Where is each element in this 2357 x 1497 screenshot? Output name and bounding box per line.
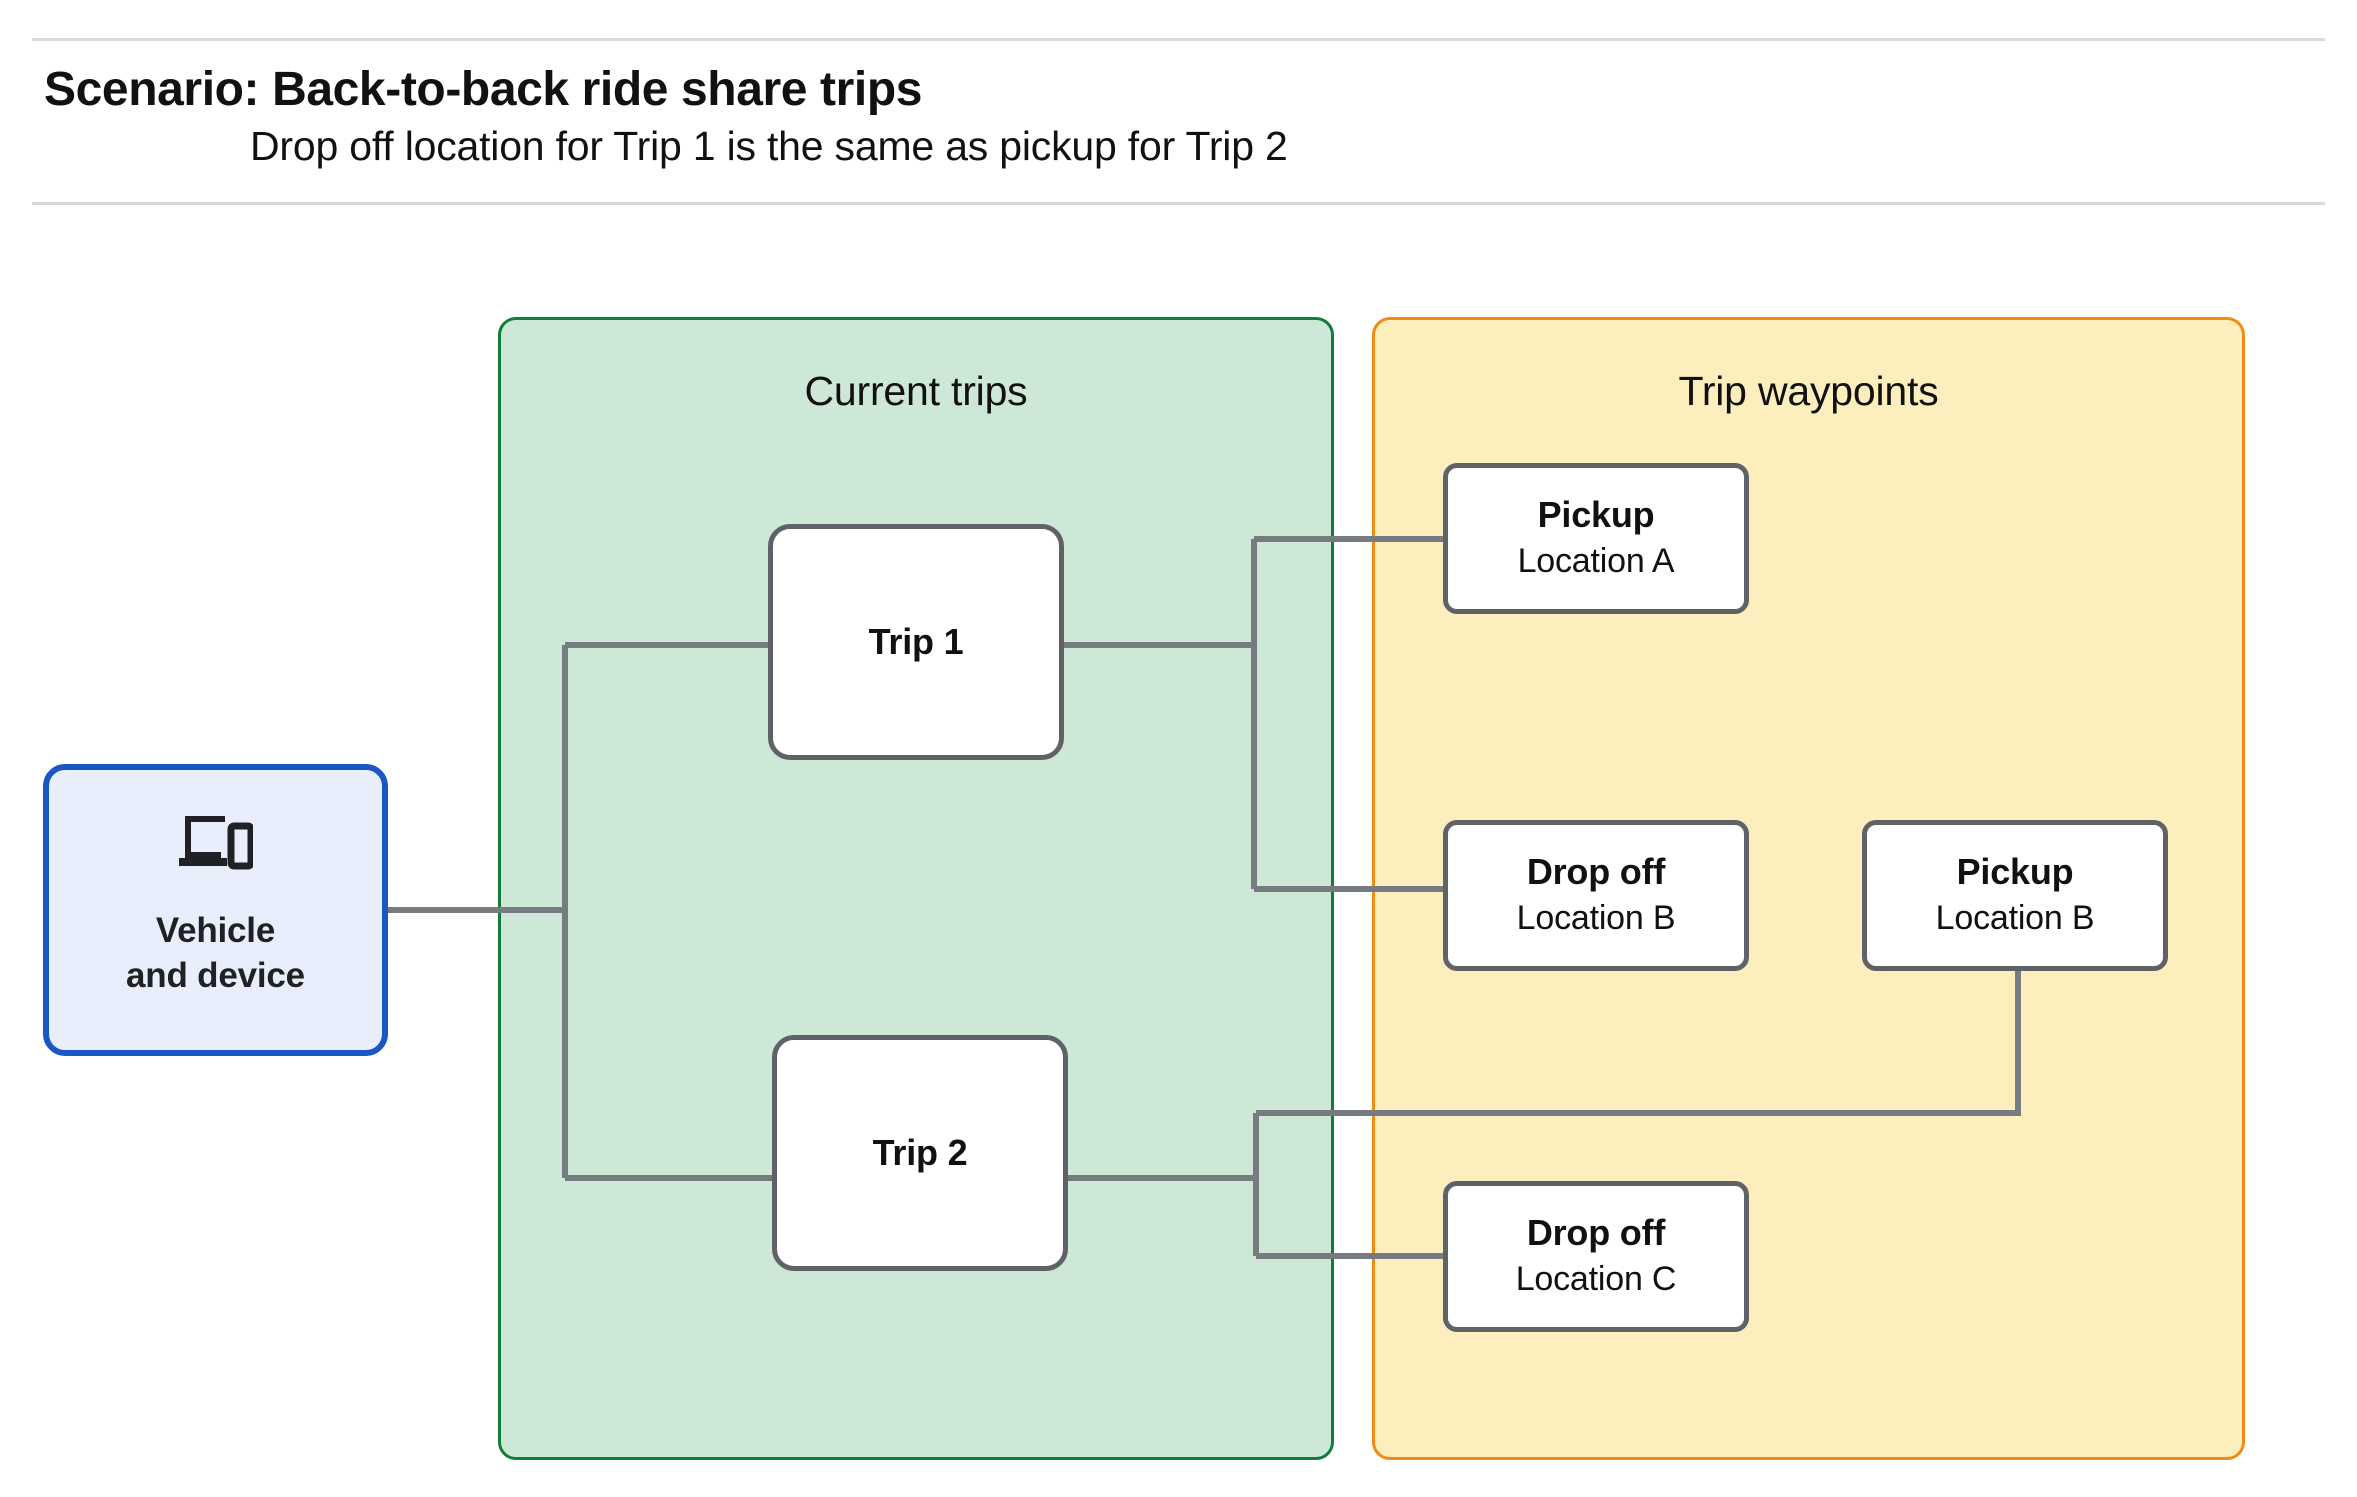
header-divider-bottom — [32, 202, 2325, 205]
waypoint-pickup-b-location: Location B — [1935, 898, 2095, 937]
group-trip-waypoints-title: Trip waypoints — [1678, 368, 1939, 414]
trip-2-node[interactable]: Trip 2 — [772, 1035, 1068, 1271]
group-current-trips-title: Current trips — [804, 368, 1028, 414]
waypoint-pickup-a-location: Location A — [1517, 541, 1675, 580]
trip-1-node[interactable]: Trip 1 — [768, 524, 1064, 760]
header-divider-top — [32, 38, 2325, 41]
waypoint-pickup-location-a[interactable]: Pickup Location A — [1443, 463, 1749, 614]
waypoint-dropoff-b-location: Location B — [1516, 898, 1676, 937]
vehicle-and-device-label: Vehicle and device — [126, 909, 305, 999]
waypoint-dropoff-c-type: Drop off — [1526, 1212, 1666, 1254]
vehicle-and-device-node[interactable]: Vehicle and device — [43, 764, 388, 1056]
group-current-trips: Current trips — [498, 317, 1334, 1460]
page-subtitle: Drop off location for Trip 1 is the same… — [250, 123, 1288, 169]
waypoint-pickup-location-b[interactable]: Pickup Location B — [1862, 820, 2168, 971]
waypoint-pickup-b-type: Pickup — [1956, 851, 2074, 893]
waypoint-pickup-a-type: Pickup — [1537, 494, 1655, 536]
waypoint-dropoff-location-b[interactable]: Drop off Location B — [1443, 820, 1749, 971]
waypoint-dropoff-location-c[interactable]: Drop off Location C — [1443, 1181, 1749, 1332]
devices-icon — [178, 814, 254, 875]
vehicle-label-line2: and device — [126, 955, 305, 995]
trip-2-label: Trip 2 — [872, 1132, 968, 1174]
waypoint-dropoff-b-type: Drop off — [1526, 851, 1666, 893]
waypoint-dropoff-c-location: Location C — [1515, 1259, 1677, 1298]
page-title: Scenario: Back-to-back ride share trips — [44, 63, 923, 116]
trip-1-label: Trip 1 — [868, 621, 964, 663]
vehicle-label-line1: Vehicle — [155, 910, 276, 950]
